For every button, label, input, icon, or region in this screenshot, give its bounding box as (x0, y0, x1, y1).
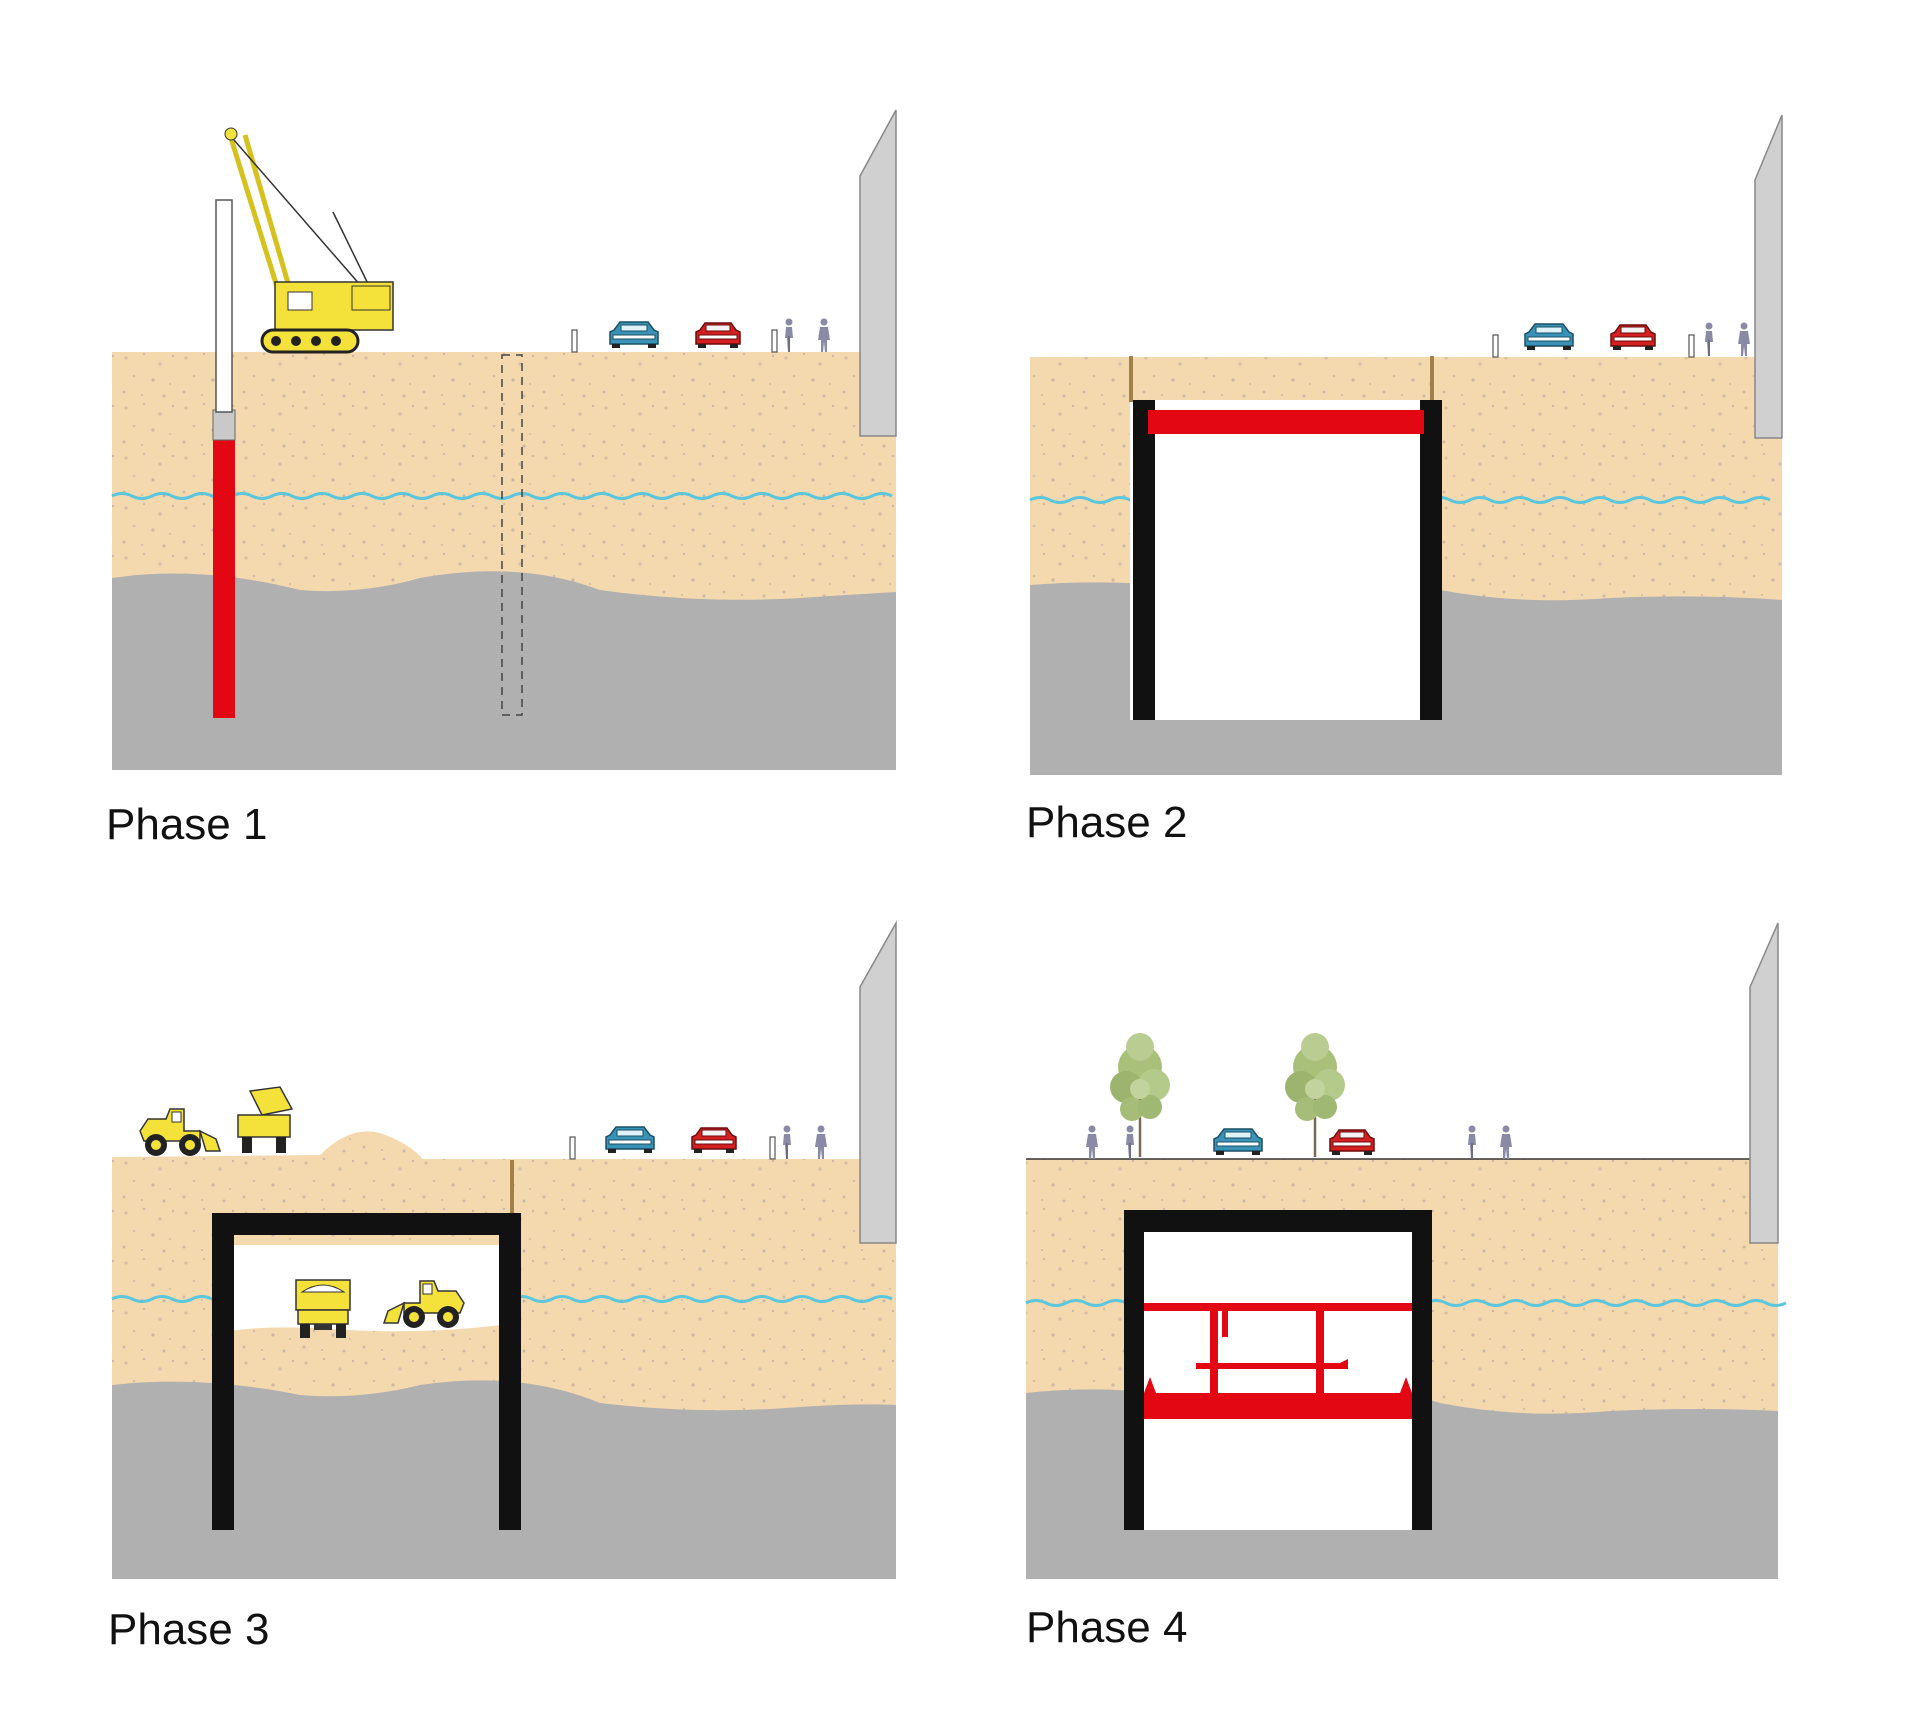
pile-driver-crane-icon (224, 127, 394, 354)
diaphragm-wall-right (1412, 1210, 1432, 1530)
diaphragm-wall-right (1420, 400, 1442, 720)
phase-3-cross-section (111, 920, 897, 1579)
rebar-stub (1129, 356, 1133, 402)
roof-slab (1148, 410, 1424, 434)
car-icon (609, 321, 659, 349)
phase-label: Phase 1 (106, 800, 268, 849)
phase-1-panel: Phase 1 (0, 0, 960, 855)
next-pile-outline (501, 354, 523, 716)
diaphragm-wall-left (1124, 1210, 1144, 1530)
car-icon (695, 322, 741, 349)
rebar-stub (1430, 356, 1434, 402)
tree-icon (1108, 1031, 1172, 1159)
phase-4-cross-section (1025, 922, 1787, 1579)
phase-2-cross-section (1029, 114, 1783, 775)
building-icon (859, 109, 897, 437)
building-icon (1749, 922, 1779, 1244)
bollard-icon (569, 1136, 576, 1160)
car-icon (1329, 1129, 1375, 1156)
wheel-loader-icon (139, 1108, 221, 1157)
building-icon (859, 920, 897, 1244)
car-icon (1610, 324, 1656, 351)
phase-label: Phase 3 (108, 1605, 270, 1654)
bollard-icon (571, 329, 578, 353)
tunnel-interior (1124, 1210, 1414, 1530)
cyclist-icon (1467, 1124, 1477, 1160)
clay-layer (112, 571, 896, 770)
pile-guide (215, 199, 233, 413)
building-icon (1754, 114, 1783, 439)
bollard-icon (1492, 334, 1499, 358)
rebar-stub (510, 1160, 514, 1215)
phase-3-panel: Phase 3 (0, 855, 960, 1711)
pile-cap (212, 409, 236, 441)
bollard-icon (1688, 334, 1695, 358)
sheet-pile (213, 440, 235, 718)
excavated-zone (230, 1245, 500, 1332)
car-icon (605, 1126, 655, 1154)
spoil-heap (112, 1131, 510, 1173)
phase-2-panel: Phase 2 (960, 0, 1920, 855)
cyclist-icon (1125, 1124, 1135, 1160)
phase-4-panel: Phase 4 (960, 855, 1920, 1711)
roof-slab (1124, 1210, 1432, 1232)
phase-label: Phase 2 (1026, 798, 1188, 847)
station-structure (1144, 1303, 1412, 1419)
roof-slab (212, 1213, 521, 1235)
pedestrian-icon (818, 318, 830, 352)
phase-1-cross-section (111, 109, 897, 770)
bollard-icon (771, 329, 778, 353)
diaphragm-wall-right (499, 1213, 521, 1530)
dump-truck-icon (295, 1279, 351, 1339)
pedestrian-icon (1086, 1125, 1098, 1159)
diaphragm-wall-left (212, 1213, 234, 1530)
cyclist-icon (784, 317, 794, 353)
cyclist-icon (782, 1124, 792, 1160)
diaphragm-wall-left (1133, 400, 1155, 720)
trench (1130, 400, 1430, 720)
pedestrian-icon (1738, 322, 1750, 356)
pedestrian-icon (815, 1125, 827, 1159)
phase-label: Phase 4 (1026, 1603, 1188, 1652)
dump-truck-icon (237, 1086, 294, 1153)
pedestrian-icon (1500, 1125, 1512, 1159)
car-icon (691, 1127, 737, 1154)
cyclist-icon (1704, 321, 1714, 357)
bollard-icon (769, 1136, 776, 1160)
car-icon (1213, 1128, 1263, 1156)
car-icon (1524, 323, 1574, 351)
